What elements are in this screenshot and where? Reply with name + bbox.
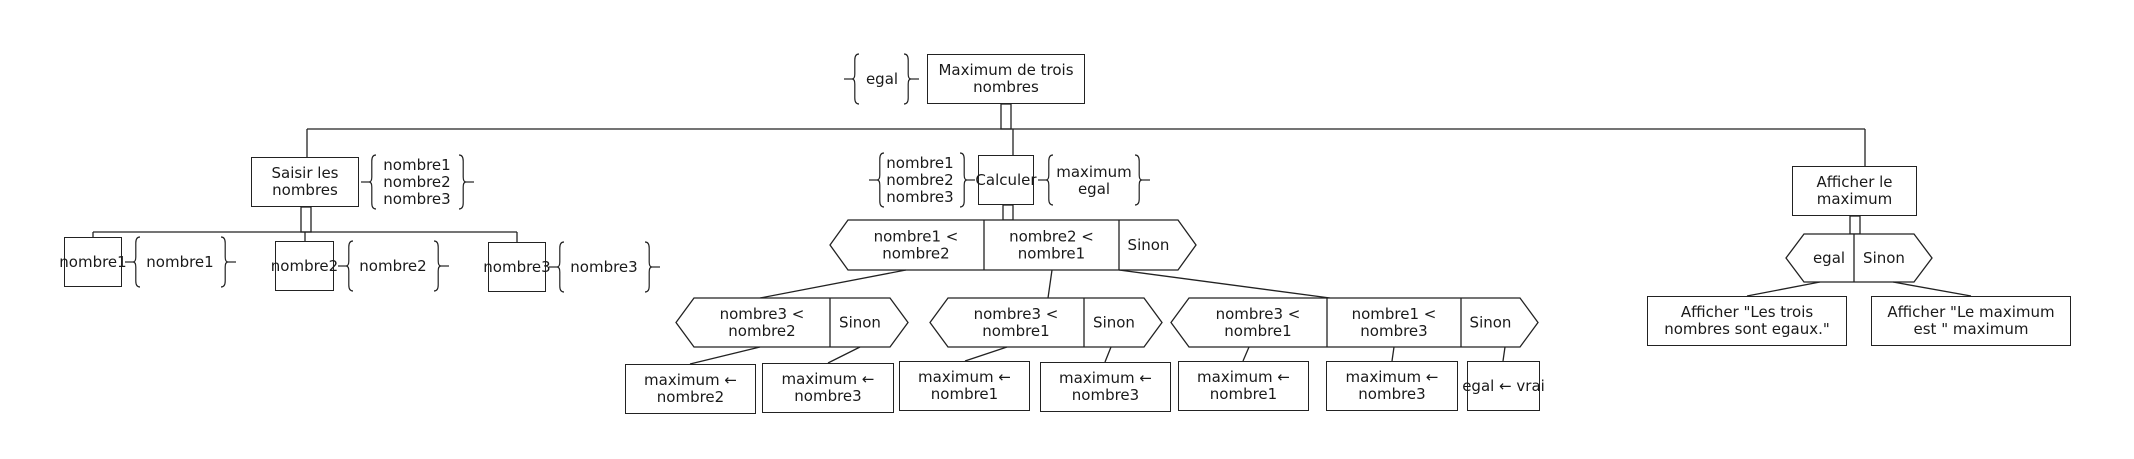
condition-label: nombre2 <nombre1 [1009, 228, 1094, 263]
condition-hexagon [829, 219, 1197, 271]
param-nombre1: nombre1 [146, 252, 214, 271]
double-bar [1000, 103, 1012, 130]
saisir-brace-right [458, 154, 467, 210]
param-nombre1: nombre1 [886, 153, 954, 172]
calculer-in-brace-right [959, 152, 968, 208]
action-maximum-nombre3: maximum ← nombre3 [1326, 361, 1458, 411]
action-afficher-egaux: Afficher "Les trois nombres sont egaux." [1647, 296, 1847, 346]
connector-line [759, 269, 907, 299]
condition-hexagon [1785, 233, 1933, 283]
root-box: Maximum de trois nombres [927, 54, 1085, 104]
condition-label: Sinon [1128, 236, 1170, 254]
condition-label: nombre3 <nombre1 [974, 305, 1059, 340]
calculer-out-brace-right [1134, 154, 1143, 206]
condition-label: nombre1 <nombre3 [1352, 305, 1437, 340]
saisir-brace-left [368, 154, 377, 210]
saisir-nombre1-params: nombre1 [142, 250, 218, 274]
condition-label: Sinon [1093, 314, 1135, 332]
condition-hexagon [929, 297, 1163, 348]
connector-line [1502, 346, 1506, 362]
param-nombre3: nombre3 [383, 189, 451, 208]
param-nombre3: nombre3 [886, 187, 954, 206]
saisir-nombre3-box: nombre3 [483, 242, 551, 292]
calculer-box: Calculer [975, 155, 1037, 205]
action-maximum-nombre1: maximum ← nombre1 [899, 361, 1030, 411]
param-nombre2: nombre2 [359, 256, 427, 275]
connector-line [964, 346, 1008, 362]
condition-label: Sinon [1470, 314, 1512, 332]
double-bar [1002, 204, 1014, 221]
double-bar [1849, 215, 1861, 235]
connector-line [1047, 269, 1053, 299]
connector-line [689, 346, 761, 365]
action-maximum-nombre2: maximum ← nombre2 [625, 364, 756, 414]
action-egal-vrai: egal ← vrai [1462, 361, 1545, 411]
nombre2-brace-left [345, 240, 354, 292]
param-nombre1: nombre1 [383, 155, 451, 174]
connector-line [1242, 346, 1250, 362]
action-afficher-maximum: Afficher "Le maximum est " maximum [1871, 296, 2071, 346]
condition-label: egal [1813, 249, 1845, 267]
condition-hexagon [675, 297, 909, 348]
saisir-box: Saisir les nombres [251, 157, 359, 207]
saisir-nombre2-box: nombre2 [271, 241, 338, 291]
param-egal: egal [865, 69, 899, 88]
saisir-nombre2-params: nombre2 [355, 254, 431, 278]
condition-label: nombre1 <nombre2 [874, 228, 959, 263]
saisir-nombre1-box: nombre1 [59, 237, 127, 287]
calculer-out-brace-left [1045, 154, 1054, 206]
param-nombre2: nombre2 [886, 170, 954, 189]
param-egal: egal [1077, 180, 1111, 198]
connector-line [1892, 281, 1972, 297]
action-maximum-nombre3: maximum ← nombre3 [1040, 362, 1171, 412]
action-maximum-nombre1: maximum ← nombre1 [1178, 361, 1309, 411]
saisir-nombre3-params: nombre3 [566, 255, 642, 279]
nombre1-brace-left [132, 236, 141, 288]
connector-line [1104, 346, 1112, 363]
saisir-out-params: nombre1 nombre2 nombre3 [378, 155, 456, 209]
connector-line [1118, 269, 1331, 299]
connector-line [827, 346, 861, 364]
root-out-params: egal [858, 66, 906, 92]
condition-hexagon [1170, 297, 1539, 348]
connector-line [1391, 346, 1395, 362]
param-nombre3: nombre3 [570, 257, 638, 276]
calculer-out-params: maximum egal [1055, 162, 1133, 200]
condition-label: nombre3 <nombre2 [720, 305, 805, 340]
afficher-box: Afficher le maximum [1792, 166, 1917, 216]
double-bar [300, 206, 312, 233]
connector-line [1746, 281, 1821, 297]
nombre1-brace-right [220, 236, 229, 288]
nombre3-brace-right [644, 241, 653, 293]
param-maximum: maximum [1056, 163, 1132, 181]
nombre2-brace-right [433, 240, 442, 292]
param-nombre2: nombre2 [383, 172, 451, 191]
condition-label: Sinon [1863, 249, 1905, 267]
condition-label: nombre3 <nombre1 [1216, 305, 1301, 340]
action-maximum-nombre3: maximum ← nombre3 [762, 363, 894, 413]
nombre3-brace-left [556, 241, 565, 293]
calculer-in-params: nombre1 nombre2 nombre3 [882, 153, 958, 207]
condition-label: Sinon [839, 314, 881, 332]
